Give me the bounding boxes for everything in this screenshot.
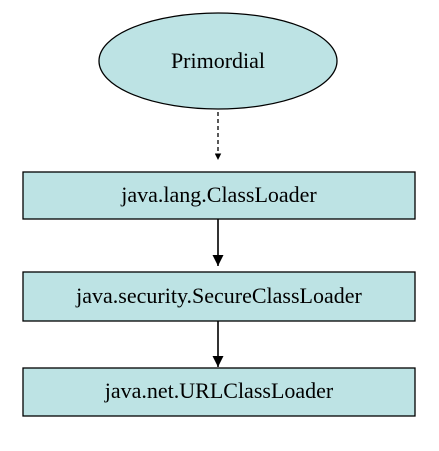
node-primordial-label: Primordial: [171, 48, 265, 73]
node-secureclassloader-label: java.security.SecureClassLoader: [75, 283, 362, 308]
node-urlclassloader: java.net.URLClassLoader: [22, 367, 416, 417]
node-primordial: Primordial: [98, 12, 338, 110]
node-classloader: java.lang.ClassLoader: [22, 171, 416, 220]
node-classloader-label: java.lang.ClassLoader: [120, 182, 317, 207]
node-urlclassloader-label: java.net.URLClassLoader: [104, 378, 334, 403]
node-secureclassloader: java.security.SecureClassLoader: [22, 271, 416, 322]
